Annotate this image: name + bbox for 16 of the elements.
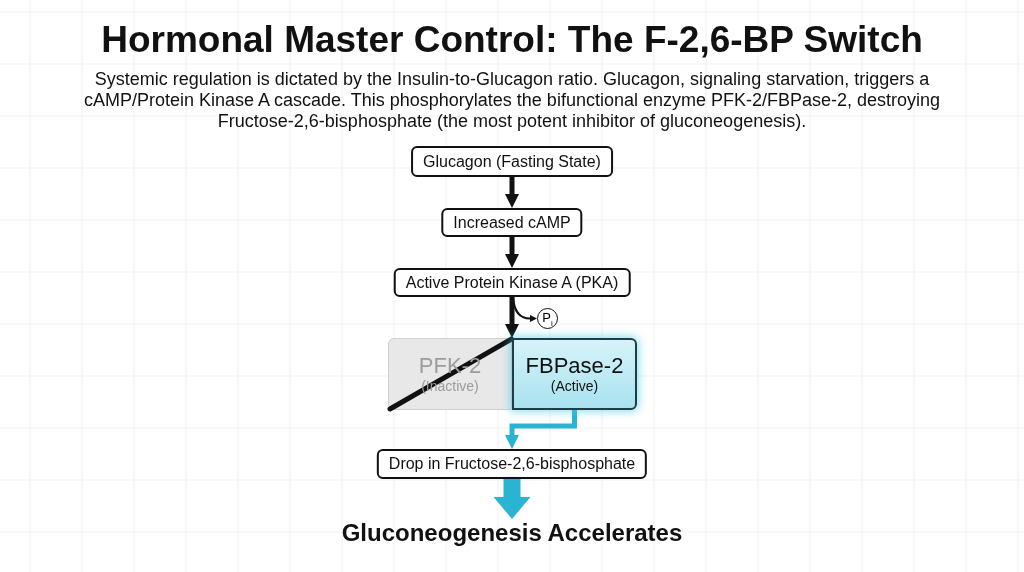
arrow	[493, 479, 531, 519]
process-box: Glucagon (Fasting State)	[411, 146, 613, 177]
enzyme-name: FBPase-2	[525, 353, 624, 378]
outcome-text: Gluconeogenesis Accelerates	[341, 519, 683, 547]
process-box: Increased cAMP	[441, 208, 583, 237]
subtitle-text: Systemic regulation is dictated by the Insulin-to-Glucagon ratio. Glucagon, signaling starvation, triggers a cAMP/Protein Kinase A cascade. This phosphorylates the bifunctional enzyme PFK-2/FBPase-2, destroying Fructose-2,6-bisphosphate (the most potent inhibitor of gluconeogenesis).	[82, 69, 942, 132]
process-box: Drop in Fructose-2,6-bisphosphate	[376, 449, 648, 479]
phosphate-circle: P$_{i}$	[537, 308, 558, 329]
title: Hormonal Master Control: The F-2,6-BP Switch	[101, 19, 923, 61]
arrow	[505, 410, 577, 449]
active-enzyme-box	[512, 338, 637, 410]
arrow	[505, 297, 519, 338]
arrow	[505, 237, 519, 268]
process-box: Active Protein Kinase A (PKA)	[393, 268, 631, 297]
enzyme-state: (Active)	[550, 378, 599, 395]
arrow	[505, 177, 519, 208]
